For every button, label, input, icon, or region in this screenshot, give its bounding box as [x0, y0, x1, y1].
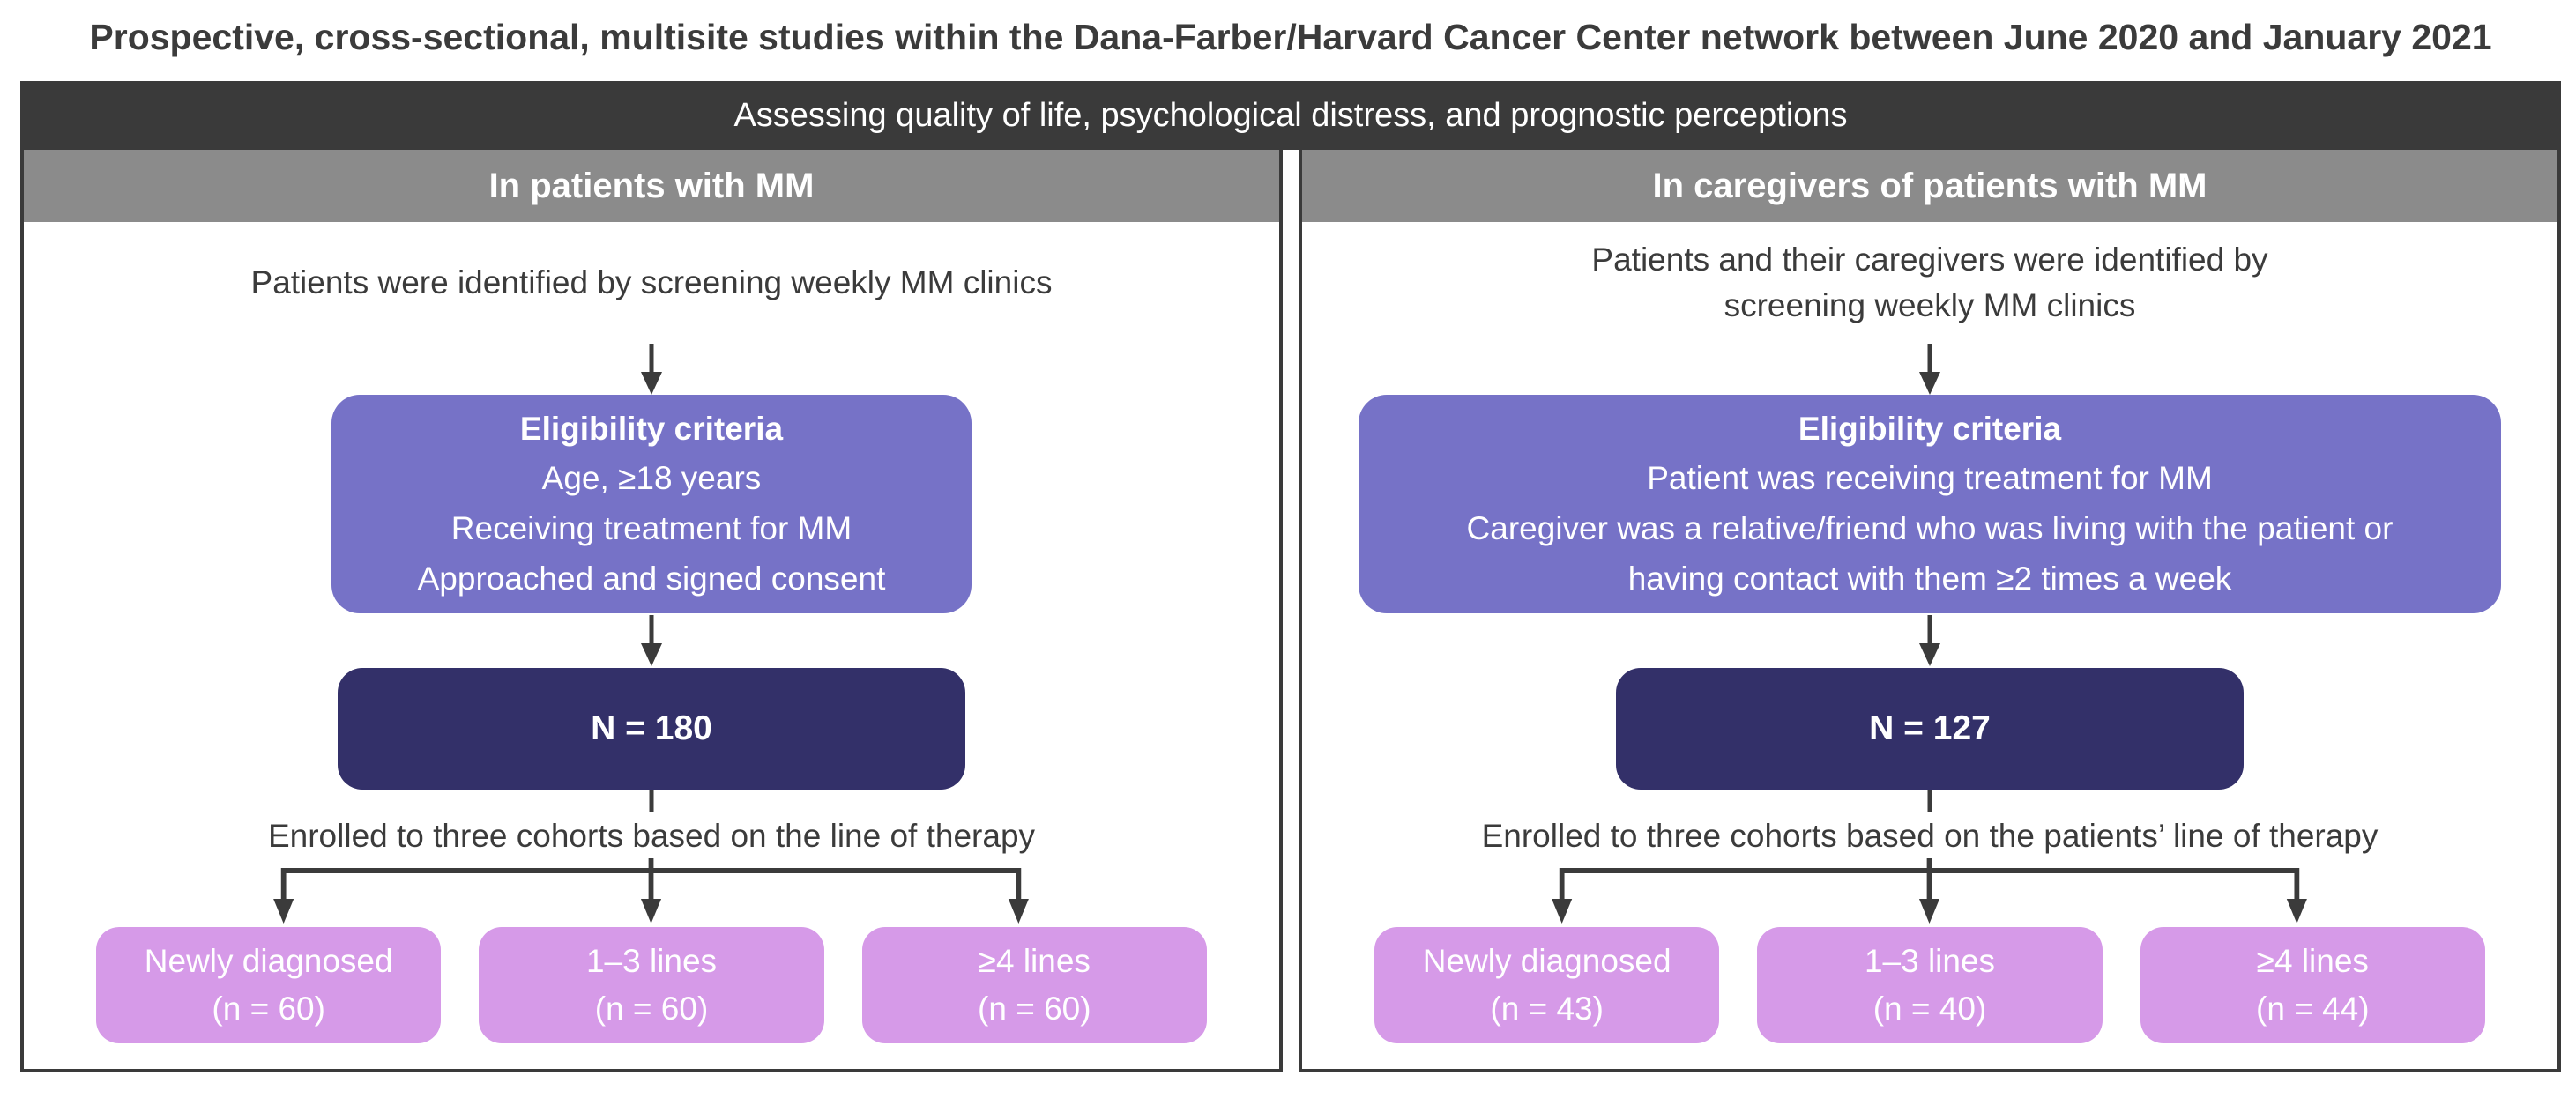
cohort-newly-diagnosed: Newly diagnosed (n = 60) [95, 927, 442, 1043]
branch-connector [273, 858, 1030, 924]
intro-line: Patients were identified by screening we… [250, 264, 1053, 301]
cohort-4plus-lines: ≥4 lines (n = 60) [861, 927, 1208, 1043]
assessment-banner: Assessing quality of life, psychological… [20, 81, 2561, 150]
caregivers-total-box: N = 127 [1616, 668, 2244, 790]
cohort-label: 1–3 lines [1864, 943, 1996, 980]
caregivers-cohorts-row: Newly diagnosed (n = 43) 1–3 lines (n = … [1302, 927, 2557, 1043]
cohort-n: (n = 60) [212, 990, 325, 1027]
caregivers-enrollment-text: Enrolled to three cohorts based on the p… [1481, 818, 2379, 854]
intro-line: screening weekly MM clinics [1724, 287, 2136, 323]
cohort-label: Newly diagnosed [1422, 943, 1671, 980]
cohort-n: (n = 60) [594, 990, 709, 1027]
eligibility-line: Caregiver was a relative/friend who was … [1466, 510, 2394, 546]
eligibility-title: Eligibility criteria [519, 410, 784, 447]
cohort-n: (n = 60) [978, 990, 1091, 1027]
connector-line [649, 790, 654, 812]
connector-zone [634, 613, 669, 668]
patients-panel: In patients with MM Patients were identi… [20, 150, 1283, 1072]
branch-connector [1552, 858, 2308, 924]
connector-zone [1912, 613, 1947, 668]
patients-cohorts-row: Newly diagnosed (n = 60) 1–3 lines (n = … [24, 927, 1279, 1043]
arrow-down-icon [1919, 615, 1940, 666]
caregivers-panel-header: In caregivers of patients with MM [1302, 150, 2557, 222]
cohort-label: ≥4 lines [2256, 943, 2369, 980]
panels-row: In patients with MM Patients were identi… [20, 150, 2561, 1072]
cohort-label: Newly diagnosed [144, 943, 393, 980]
caregivers-eligibility-box: Eligibility criteria Patient was receivi… [1359, 395, 2501, 613]
cohort-4plus-lines: ≥4 lines (n = 44) [2140, 927, 2486, 1043]
eligibility-line: having contact with them ≥2 times a week [1627, 560, 2232, 597]
patients-eligibility-box: Eligibility criteria Age, ≥18 years Rece… [331, 395, 972, 613]
patients-panel-header: In patients with MM [24, 150, 1279, 222]
eligibility-line: Approached and signed consent [417, 560, 886, 597]
cohort-label: ≥4 lines [978, 943, 1091, 980]
arrow-down-icon [641, 615, 662, 666]
cohort-1-3-lines: 1–3 lines (n = 40) [1757, 927, 2103, 1043]
eligibility-line: Patient was receiving treatment for MM [1647, 460, 2213, 497]
connector-line [1927, 790, 1932, 812]
caregivers-identification-text: Patients and their caregivers were ident… [1591, 222, 2267, 344]
eligibility-title: Eligibility criteria [1798, 410, 2062, 447]
eligibility-line: Receiving treatment for MM [450, 510, 852, 546]
arrow-down-icon [1919, 344, 1940, 395]
patients-total-box: N = 180 [338, 668, 965, 790]
cohort-label: 1–3 lines [585, 943, 718, 980]
patients-identification-text: Patients were identified by screening we… [251, 222, 1053, 344]
cohort-1-3-lines: 1–3 lines (n = 60) [479, 927, 824, 1043]
patients-enrollment-text: Enrolled to three cohorts based on the l… [267, 818, 1036, 854]
cohort-n: (n = 44) [2256, 990, 2370, 1027]
caregivers-panel: In caregivers of patients with MM Patien… [1299, 150, 2561, 1072]
eligibility-line: Age, ≥18 years [541, 460, 762, 497]
cohort-newly-diagnosed: Newly diagnosed (n = 43) [1374, 927, 1720, 1043]
figure-title: Prospective, cross-sectional, multisite … [89, 17, 2492, 57]
arrow-down-icon [641, 344, 662, 395]
cohort-n: (n = 40) [1872, 990, 1987, 1027]
intro-line: Patients and their caregivers were ident… [1591, 241, 2268, 278]
cohort-n: (n = 43) [1490, 990, 1604, 1027]
